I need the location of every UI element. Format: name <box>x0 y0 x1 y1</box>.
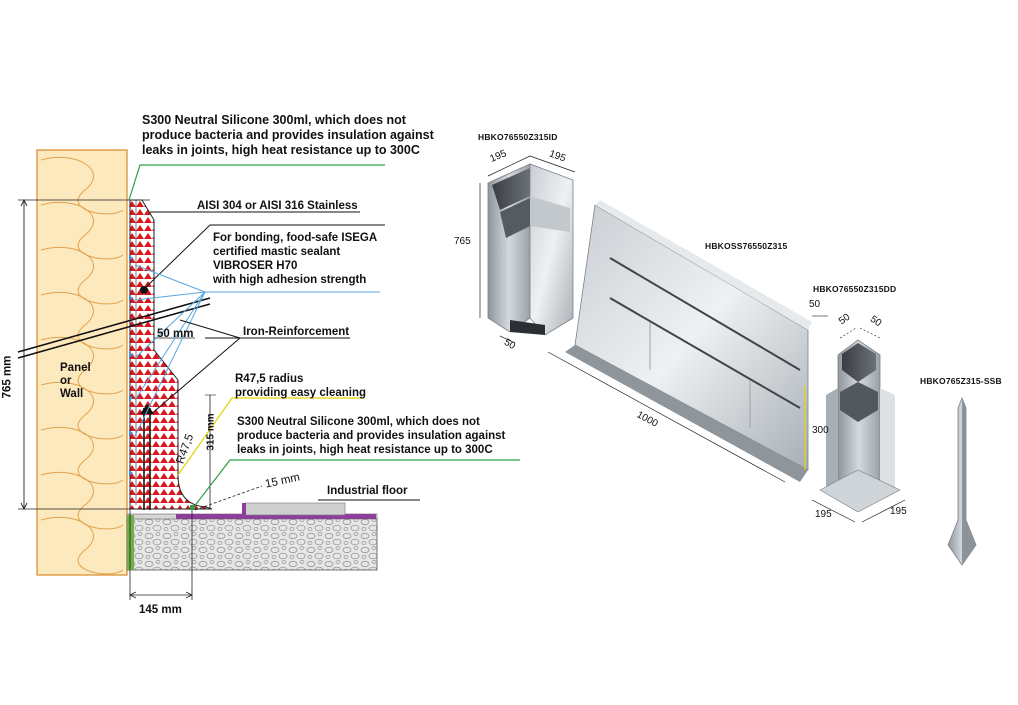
floor-membrane <box>176 514 376 519</box>
h315-label: 315 mm <box>205 413 217 451</box>
product-inside-corner <box>479 155 576 344</box>
radius-label: R47,5 radius providing easy cleaning <box>235 373 367 399</box>
dim-id-765: 765 <box>454 236 471 247</box>
panel-wall-label: Panel or Wall <box>60 362 91 400</box>
code-ssb: HBKO765Z315-SSB <box>920 376 1002 386</box>
concrete-slab <box>126 517 378 571</box>
skirting-profile <box>129 199 213 510</box>
iron-reinforcement <box>17 297 211 510</box>
industrial-floor-label: Industrial floor <box>327 485 408 497</box>
code-id: HBKO76550Z315ID <box>478 132 558 142</box>
wall-panel <box>36 149 128 576</box>
dim-dd-195-right: 195 <box>890 506 907 517</box>
silicone-bottom-label: S300 Neutral Silicone 300ml, which does … <box>237 416 506 456</box>
dim-dd-195-left: 195 <box>815 509 832 520</box>
code-dd: HBKO76550Z315DD <box>813 284 897 294</box>
height-765-label: 765 mm <box>1 355 14 399</box>
product-outside-corner <box>811 327 906 523</box>
industrial-floor-slab <box>244 502 346 516</box>
code-ss: HBKOSS76550Z315 <box>705 241 788 251</box>
callout-lines <box>128 164 520 509</box>
dim-ss-50: 50 <box>809 299 821 310</box>
product-straight-skirting <box>547 200 828 483</box>
product-ssb-post <box>947 396 977 566</box>
stainless-label: AISI 304 or AISI 316 Stainless <box>197 200 358 212</box>
mastic-label: For bonding, food-safe ISEGA certified m… <box>213 232 378 286</box>
width-145-label: 145 mm <box>139 604 182 616</box>
green-joint <box>127 515 134 570</box>
iron-reinforcement-label: Iron-Reinforcement <box>243 326 350 338</box>
sealant-dots <box>129 255 133 476</box>
dim-ss-300: 300 <box>812 425 829 436</box>
gap-50-label: 50 mm <box>157 328 194 340</box>
silicone-top-label: S300 Neutral Silicone 300ml, which does … <box>142 113 434 157</box>
